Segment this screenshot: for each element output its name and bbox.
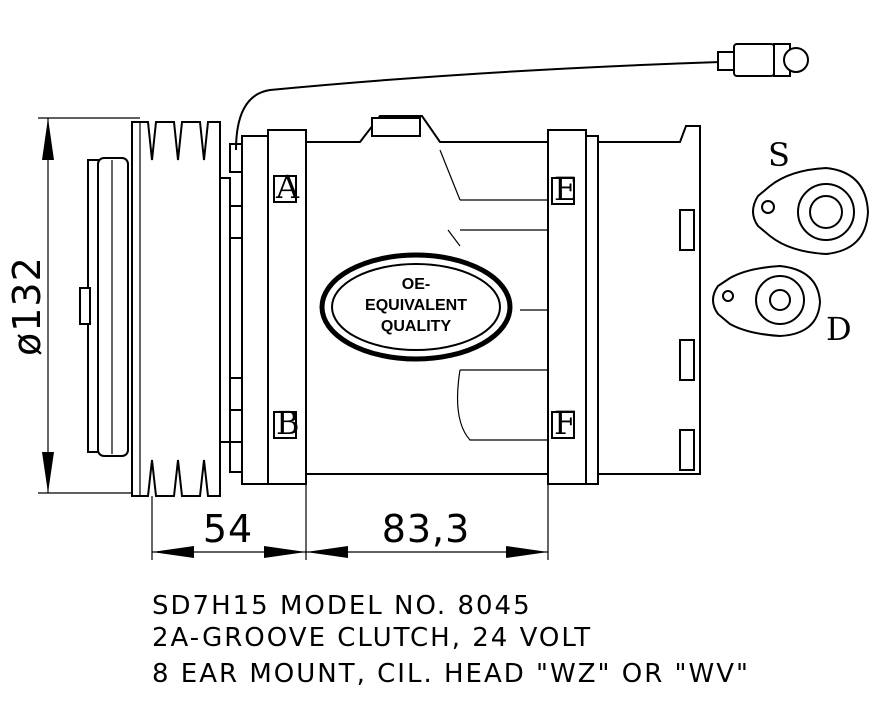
rear-head: E F: [547, 125, 701, 485]
badge-line-1: OE-: [402, 276, 430, 293]
diameter-label: ø132: [5, 256, 49, 356]
oe-equivalent-badge: OE- EQUIVALENT QUALITY: [319, 252, 513, 362]
pulley-width-label: 54: [203, 507, 253, 551]
length-dimensions: 54 83,3: [151, 484, 549, 560]
front-head: A B: [229, 129, 307, 485]
badge-line-2: EQUIVALENT: [365, 297, 467, 314]
mount-label-b: B: [276, 404, 300, 442]
diameter-dimension: ø132: [5, 117, 140, 494]
suction-port: S: [752, 136, 870, 256]
badge-line-3: QUALITY: [381, 318, 452, 335]
mount-label-a: A: [275, 168, 300, 206]
spec-line-2: 2A-GROOVE CLUTCH, 24 VOLT: [152, 623, 592, 653]
mount-label-f: F: [554, 404, 576, 442]
discharge-port: D: [712, 264, 852, 348]
spec-line-3: 8 EAR MOUNT, CIL. HEAD "WZ" OR "WV": [152, 659, 750, 689]
specification-text: SD7H15 MODEL NO. 8045 2A-GROOVE CLUTCH, …: [152, 591, 750, 689]
discharge-port-label: D: [826, 310, 852, 348]
mount-label-e: E: [554, 170, 577, 208]
clutch-wire-connector: [235, 43, 809, 151]
clutch-pulley: [79, 121, 231, 497]
spec-line-1: SD7H15 MODEL NO. 8045: [152, 591, 532, 621]
body-length-label: 83,3: [382, 507, 471, 551]
suction-port-label: S: [768, 136, 790, 174]
